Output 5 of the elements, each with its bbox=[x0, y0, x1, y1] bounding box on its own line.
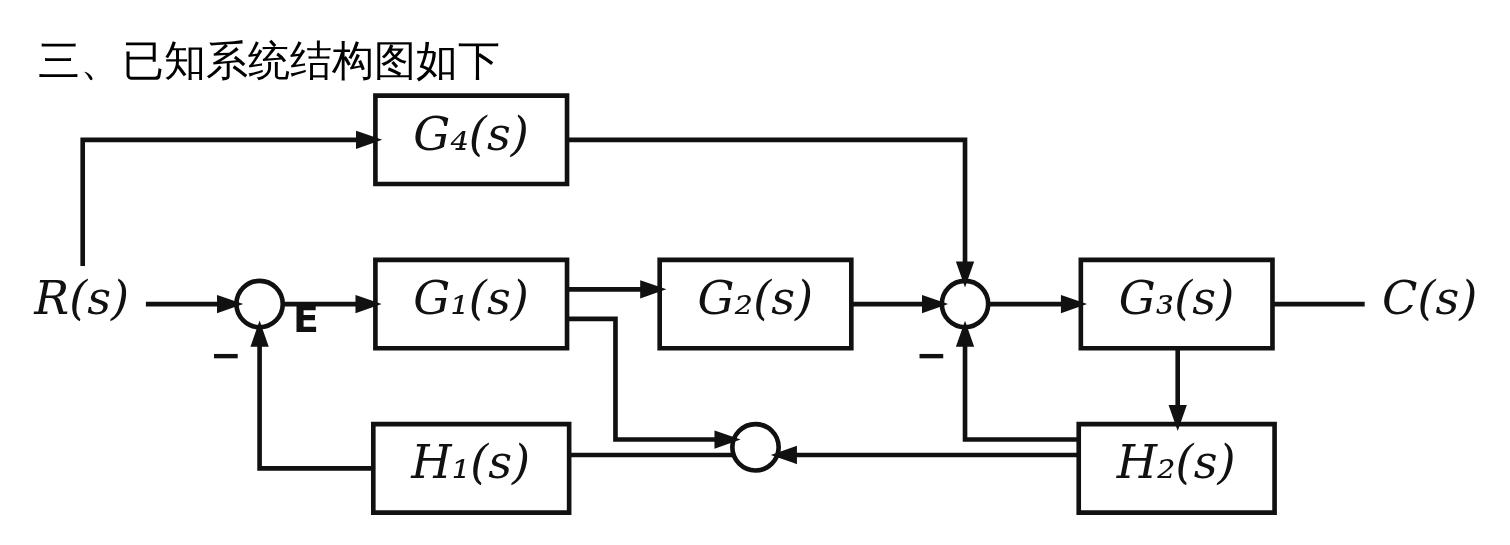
edge-label: − bbox=[914, 332, 947, 377]
edge-label: − bbox=[209, 332, 242, 377]
node-text: R(s) bbox=[33, 270, 129, 325]
diagram-title: 三、已知系统结构图如下 bbox=[37, 35, 500, 85]
node-text: C(s) bbox=[1381, 270, 1477, 325]
